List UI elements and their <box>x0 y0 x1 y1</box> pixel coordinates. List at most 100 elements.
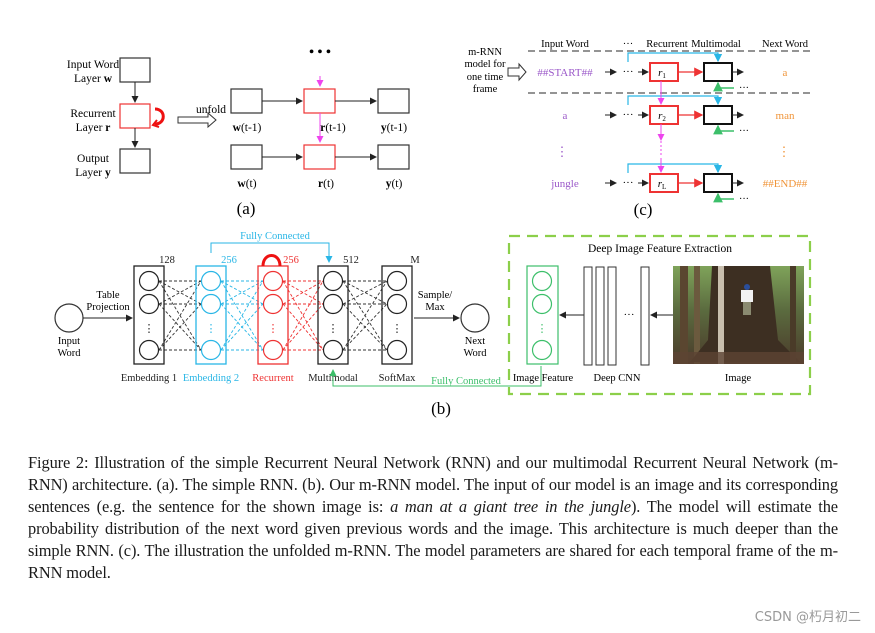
row-dots: ··· <box>623 109 634 121</box>
layer-size-label: 128 <box>159 255 175 266</box>
row-multimodal-box <box>703 62 733 82</box>
row-image-dots: ··· <box>739 126 749 137</box>
dashed-connection <box>282 280 324 305</box>
row-image-dots: ··· <box>739 83 749 94</box>
row-image-link <box>713 124 734 135</box>
deep-cnn-label: Deep CNN <box>594 373 641 384</box>
row-embedding-link <box>627 95 723 106</box>
panel-c: m-RNN model for one time frame Input Wor… <box>464 39 812 219</box>
dashed-connection <box>282 280 324 351</box>
unfolded-row: jungle···rL##END##··· <box>550 163 808 205</box>
layer-box <box>257 265 289 365</box>
layer-size-label: M <box>410 255 420 266</box>
ellipsis-top: • • • <box>309 45 331 60</box>
panel-b-label: (b) <box>431 399 451 418</box>
neuron-vdots: ⋮ <box>268 323 279 335</box>
dashed-connection <box>342 280 388 351</box>
w-prev-box <box>230 88 263 114</box>
dashed-connection <box>158 303 202 351</box>
neuron-vdots: ⋮ <box>392 323 403 335</box>
neuron-node <box>262 293 284 315</box>
w-t-label: w(t) <box>237 178 256 190</box>
man-pants <box>743 302 751 315</box>
next-word-node <box>460 303 490 333</box>
image-label: Image <box>725 373 752 384</box>
row-embedding-link <box>627 163 723 174</box>
pale-trunk <box>718 266 724 364</box>
r-prev-box <box>303 88 336 114</box>
deep-image-title: Deep Image Feature Extraction <box>588 243 732 255</box>
header-next-word: Next Word <box>762 39 809 50</box>
dashed-connection <box>342 280 388 305</box>
image-feature-node <box>531 293 553 315</box>
neuron-node <box>138 293 160 315</box>
layer-size-label: 256 <box>283 255 299 266</box>
dashed-connection <box>282 280 324 351</box>
row-image-dots: ··· <box>739 194 749 205</box>
dashed-connection <box>158 280 202 305</box>
row-recurrent-label: r1 <box>658 67 666 80</box>
dashed-connection <box>342 280 388 305</box>
recurrent-self-loop-icon <box>261 254 282 267</box>
layer-name-label: Embedding 2 <box>183 373 239 384</box>
header-recurrent: Recurrent <box>646 39 687 50</box>
row-multimodal-box <box>703 105 733 125</box>
dashed-connection <box>282 303 324 351</box>
dashed-connection <box>220 280 264 351</box>
image-feature-node <box>531 339 553 361</box>
y-t-box <box>377 144 410 170</box>
row-recurrent-label: rL <box>658 178 667 191</box>
w-t-box <box>230 144 263 170</box>
neuron-node <box>386 293 408 315</box>
row-dots: ··· <box>623 177 634 189</box>
neuron-node <box>262 339 284 361</box>
image-feature-label: Image Feature <box>513 373 574 384</box>
panel-a: Input Word Layer w Recurrent Layer r Out… <box>67 45 410 218</box>
panel-a-label: (a) <box>237 199 256 218</box>
tree-trunk <box>790 266 796 364</box>
row-input-word: jungle <box>550 178 579 190</box>
image-feature-vdots: ⋮ <box>537 323 548 335</box>
cnn-layer <box>607 266 617 366</box>
row-recurrent-label: r2 <box>658 110 666 123</box>
input-vdots: ⋮ <box>556 144 569 159</box>
caption-italic-sentence: a man at a giant tree in the jungle <box>390 497 631 516</box>
side-label-line1: m-RNN <box>468 47 502 58</box>
dashed-connection <box>220 280 264 305</box>
tree-trunk <box>680 266 688 364</box>
dashed-connection <box>158 280 202 305</box>
input-word-layer-label-line2: Layer w <box>74 73 113 85</box>
self-loop-arrowhead <box>151 119 160 128</box>
next-vdots: ⋮ <box>778 144 791 159</box>
table-projection-label-line1: Table <box>96 290 120 301</box>
row-next-word: a <box>783 67 788 79</box>
header-multimodal: Multimodal <box>691 39 741 50</box>
neuron-node <box>200 270 222 292</box>
fully-connected-bottom-label: Fully Connected <box>431 376 501 387</box>
next-word-label-line1: Next <box>465 336 485 347</box>
cnn-layer <box>640 266 650 366</box>
panel-c-label: (c) <box>634 200 653 219</box>
image-feature-node <box>531 270 553 292</box>
sample-max-label-line2: Max <box>425 302 445 313</box>
man-shirt <box>741 290 753 302</box>
neuron-node <box>138 339 160 361</box>
unfold-arrow-icon <box>177 111 217 129</box>
neuron-node <box>322 270 344 292</box>
recurrent-box <box>119 103 151 129</box>
caption-prefix: Figure 2: Illustration of the simple Rec… <box>28 453 838 516</box>
figure-diagram: Input Word Layer w Recurrent Layer r Out… <box>54 39 812 418</box>
layer-size-label: 256 <box>221 255 237 266</box>
row-input-word: a <box>563 110 568 122</box>
neuron-node <box>386 270 408 292</box>
header-dots: ··· <box>623 39 634 50</box>
input-word-label-line2: Word <box>57 348 81 359</box>
fully-connected-bottom-line <box>329 366 542 387</box>
input-word-box <box>119 57 151 83</box>
output-layer-label-line2: Layer y <box>75 167 111 179</box>
neuron-vdots: ⋮ <box>328 323 339 335</box>
